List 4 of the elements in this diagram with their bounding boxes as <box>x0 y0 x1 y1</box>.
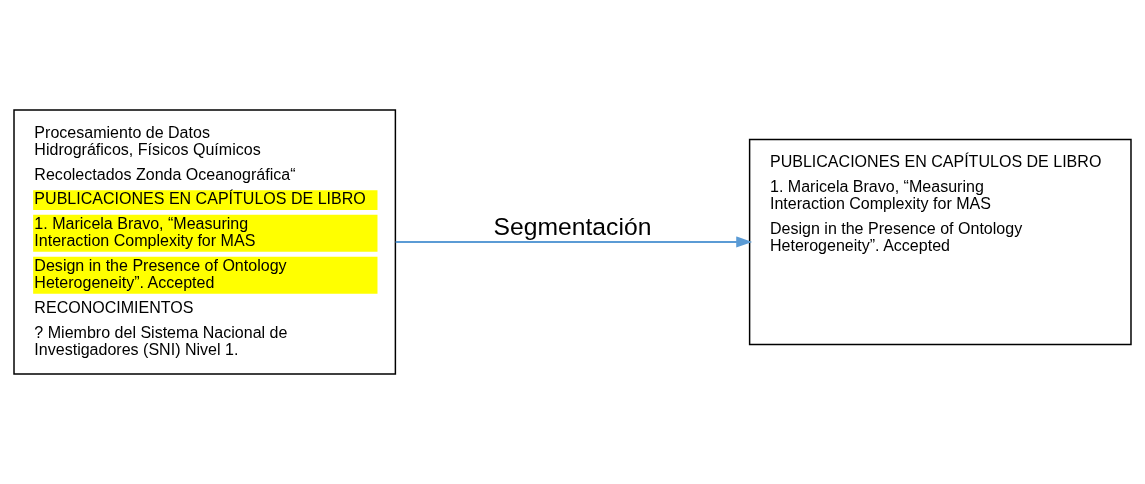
arrow <box>394 236 753 248</box>
edge-label: Segmentación <box>493 212 652 240</box>
node-box: PUBLICACIONES EN CAPÍTULOS DE LIBRO 1. Maricela Bravo, “Measuring Interaction Complexity for MAS Design in the Presence of Ontology Heterogeneity”. Accepted <box>748 138 1132 346</box>
node-box: Procesamiento de Datos Hidrográficos, Físicos Químicos Recolectados Zonda Oceanográfica“ PUBLICACIONES EN CAPÍTULOS DE LIBRO 1. Maricela Bravo, “Measuring Interaction Complexity for MAS Design in the Presence of Ontology Heterogeneity”. Accepted RECONOCIMIENTOS ? Miembro del Sistema Nacional de Investigadores (SNI) Nivel 1. <box>13 109 397 375</box>
